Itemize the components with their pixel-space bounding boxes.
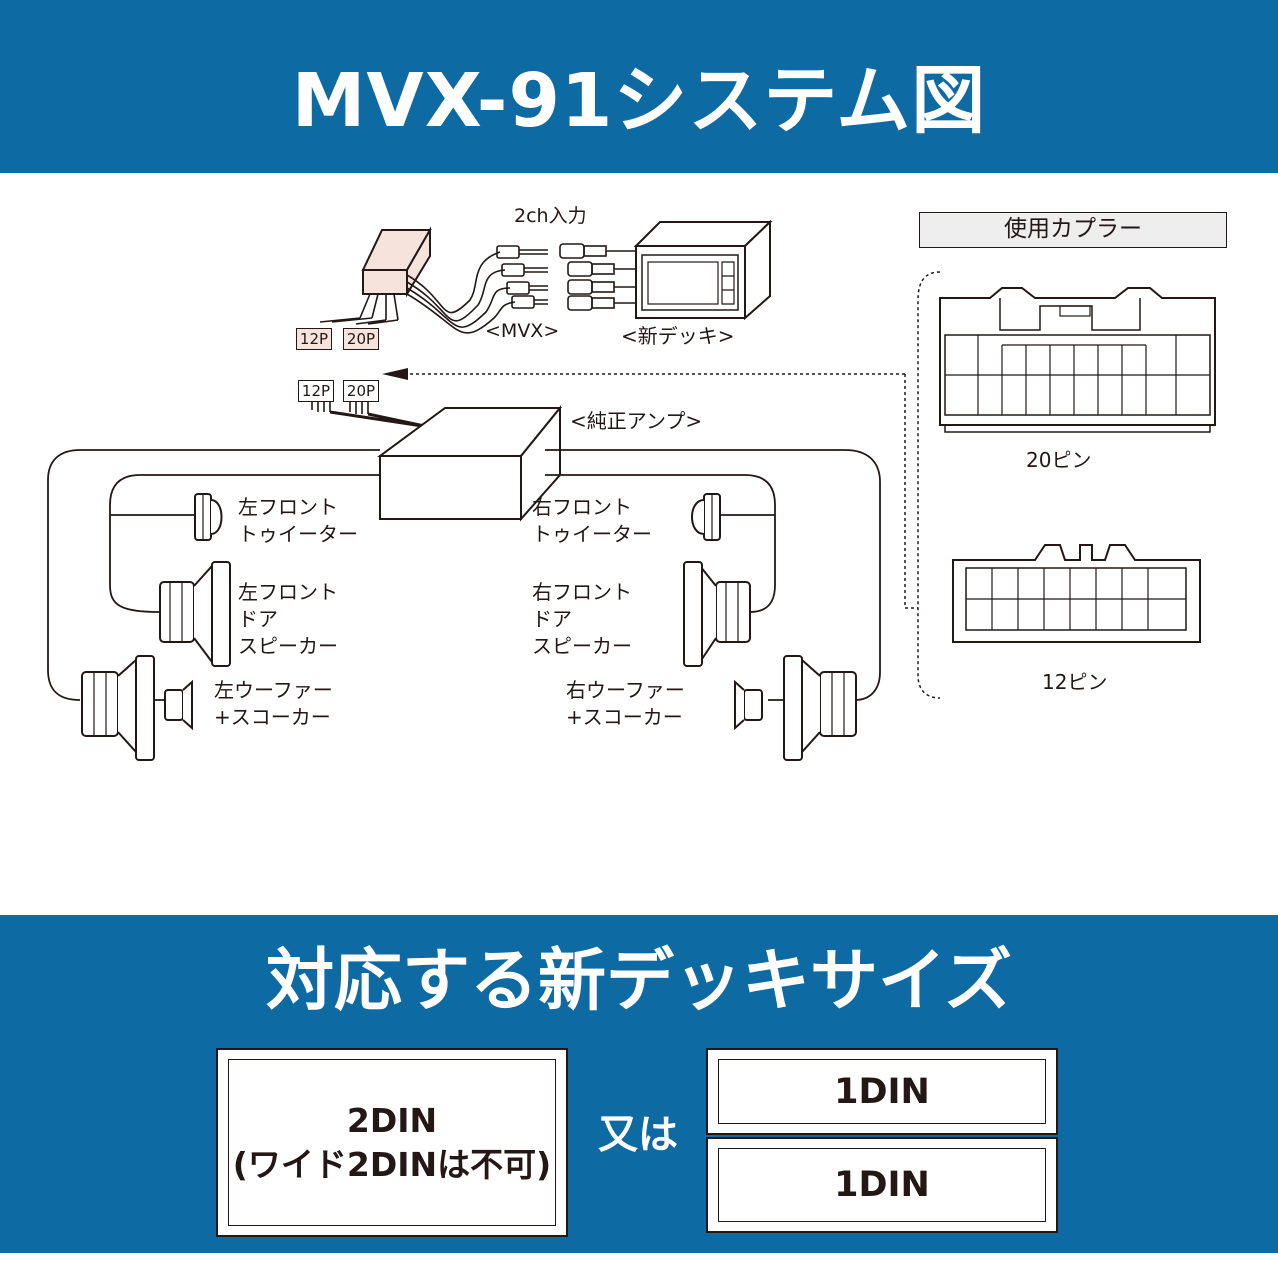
factory-amp-icon [376, 405, 563, 522]
mvx-20p-connector: 20P [343, 328, 379, 350]
coupler-heading: 使用カプラー [919, 212, 1227, 248]
deck-size-title: 対応する新デッキサイズ [266, 942, 1012, 1021]
din2-label: 2DIN (ワイド2DINは不可) [228, 1059, 556, 1226]
input-label: 2ch入力 [514, 205, 587, 227]
right-tweeter-icon [691, 493, 721, 541]
right-door-label: 右フロント ドア スピーカー [532, 580, 632, 658]
din2-panel: 2DIN (ワイド2DINは不可) [216, 1048, 568, 1237]
or-label: 又は [598, 1112, 678, 1158]
rca-plugs-right-icon [559, 243, 636, 311]
deck-size-band [0, 915, 1278, 1253]
header-band [0, 0, 1278, 173]
din1-top-label: 1DIN [718, 1059, 1046, 1124]
din1-bottom-panel: 1DIN [706, 1137, 1058, 1233]
deck-label: <新デッキ> [621, 324, 735, 348]
coupler-12pin-label: 12ピン [1042, 670, 1108, 694]
amp-20p-connector: 20P [343, 380, 379, 402]
left-door-label: 左フロント ドア スピーカー [238, 580, 338, 658]
din1-bottom-label: 1DIN [718, 1148, 1046, 1222]
din1-top-panel: 1DIN [706, 1048, 1058, 1135]
coupler-20pin-label: 20ピン [1026, 448, 1092, 472]
left-tweeter-icon [194, 493, 223, 541]
right-door-speaker-icon [683, 561, 751, 667]
mvx-label: <MVX> [485, 320, 560, 342]
mvx-wires-icon [319, 251, 516, 334]
right-tweeter-label: 右フロント トゥイーター [532, 495, 652, 546]
left-woofer-label: 左ウーファー +スコーカー [214, 678, 333, 729]
left-tweeter-label: 左フロント トゥイーター [238, 495, 358, 546]
page-title: MVX-91システム図 [291, 58, 987, 144]
right-woofer-label: 右ウーファー +スコーカー [566, 678, 685, 729]
amp-12p-connector: 12P [298, 380, 334, 402]
coupler-12pin-icon [952, 544, 1201, 643]
amp-label: <純正アンプ> [570, 409, 703, 433]
left-door-speaker-icon [159, 561, 231, 667]
mvx-12p-connector: 12P [296, 328, 332, 350]
right-woofer-icon [734, 655, 857, 761]
coupler-dotted-line [410, 271, 941, 699]
coupler-20pin-icon [939, 287, 1216, 433]
left-woofer-icon [81, 655, 193, 761]
arrow-icon [382, 368, 408, 380]
rca-plugs-left-icon [496, 245, 548, 309]
new-deck-icon [633, 219, 773, 321]
